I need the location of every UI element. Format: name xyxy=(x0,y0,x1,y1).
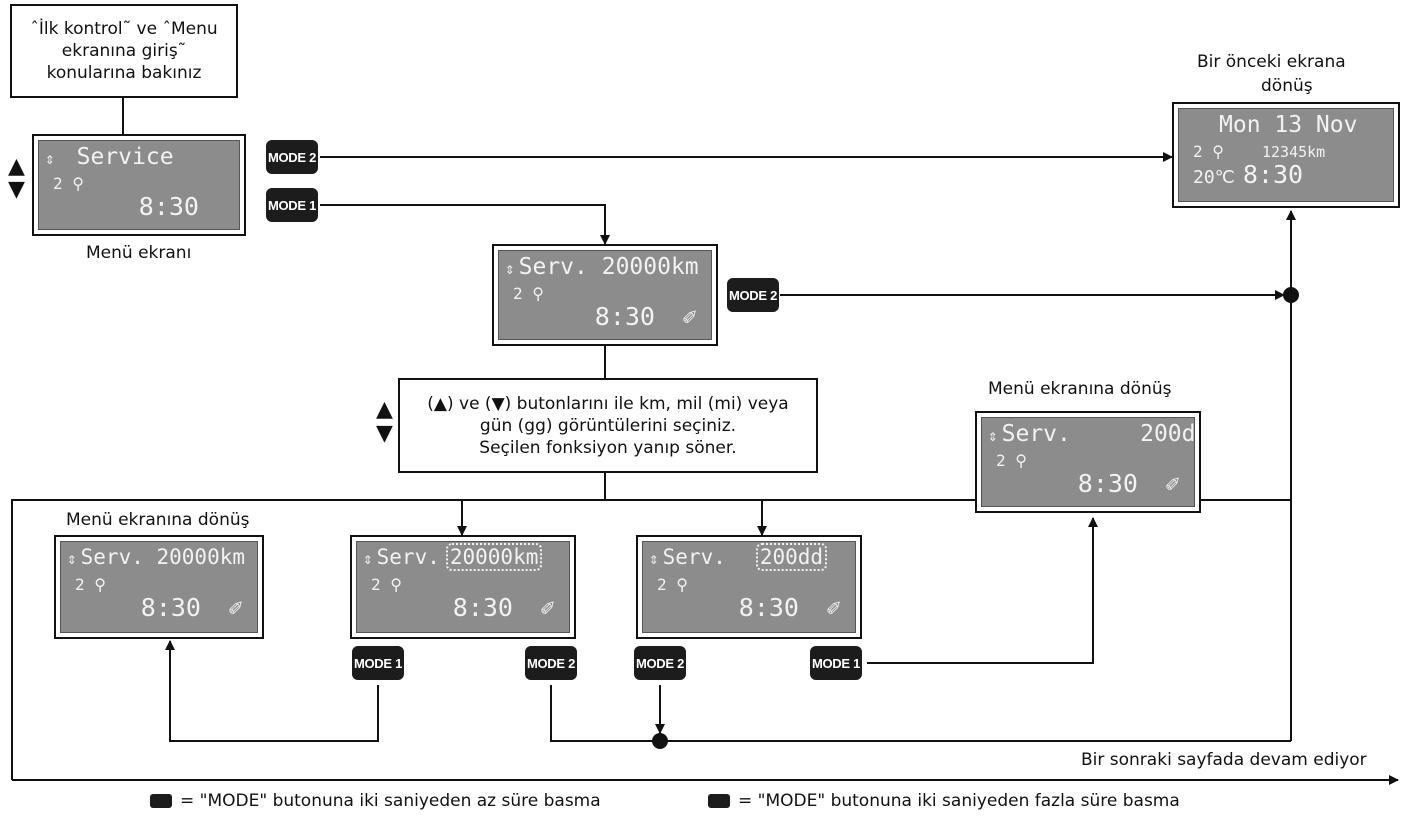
lcd-time: 8:30 xyxy=(140,593,201,622)
mode1-badge: MODE 1 xyxy=(810,646,862,680)
selection-note-line: gün (gg) görüntülerini seçiniz. xyxy=(479,415,737,436)
mode2-badge: MODE 2 xyxy=(634,646,686,680)
wrench-icon: ✐ xyxy=(228,594,243,622)
intro-note-line: konularına bakınız xyxy=(46,63,202,83)
lcd-title: Serv. 200dd xyxy=(1001,421,1195,447)
lcd-screen: ⇕Serv. 20000km 2 ⚲ 8:30 ✐ xyxy=(498,250,712,340)
lcd-screen: ⇕Serv. 200dd 2 ⚲ 8:30 ✐ xyxy=(981,417,1195,507)
wrench-icon: ✐ xyxy=(826,594,841,622)
down-arrow-icon: ▼ xyxy=(8,177,25,202)
lcd-date: Mon 13 Nov xyxy=(1219,112,1358,138)
lcd-time: 8:30 xyxy=(1077,469,1138,498)
lcd-screen: ⇕ Service 2 ⚲ 8:30 xyxy=(38,140,240,230)
updown-icon: ⇕ xyxy=(988,426,998,445)
mode2-badge: MODE 2 xyxy=(525,646,577,680)
junction-dot-top xyxy=(1283,287,1299,303)
junction-dot-bottom xyxy=(652,733,668,749)
lcd-status: 2 ⚲ xyxy=(513,284,544,303)
lcd-status: 2 ⚲ xyxy=(371,575,402,594)
mode1-badge: MODE 1 xyxy=(352,646,404,680)
menu-screen-caption: Menü ekranı xyxy=(86,243,192,263)
legend-mode1: = "MODE" butonuna iki saniyeden az süre … xyxy=(150,791,601,811)
service-dd-display: ⇕Serv. 200dd 2 ⚲ 8:30 ✐ xyxy=(975,411,1201,513)
prev-screen-caption-2: dönüş xyxy=(1261,76,1313,96)
service-dd-select-display: ⇕Serv. 200dd 2 ⚲ 8:30 ✐ xyxy=(636,535,862,639)
selection-note: (▲) ve (▼) butonlarını ile km, mil (mi) … xyxy=(398,378,818,473)
lcd-status: 2 ⚲ xyxy=(75,575,106,594)
lcd-title: Serv. 20000km xyxy=(80,545,246,569)
mode2-badge: MODE 2 xyxy=(266,140,318,174)
wrench-icon: ✐ xyxy=(1165,470,1180,498)
wrench-icon: ✐ xyxy=(682,303,697,331)
lcd-screen: Mon 13 Nov 2 ⚲ 12345km 20℃ 8:30 xyxy=(1178,108,1394,202)
selection-note-line: (▲) ve (▼) butonlarını ile km, mil (mi) … xyxy=(427,393,789,414)
lcd-time: 8:30 xyxy=(738,593,799,622)
lcd-status: 2 ⚲ xyxy=(657,575,688,594)
wrench-icon: ✐ xyxy=(540,594,555,622)
mode1-mini-icon xyxy=(150,794,172,808)
return-menu-caption: Menü ekranına dönüş xyxy=(988,379,1172,399)
service-km-select-display: ⇕Serv.20000km 2 ⚲ 8:30 ✐ xyxy=(350,535,576,639)
menu-display: ⇕ Service 2 ⚲ 8:30 xyxy=(32,134,246,236)
legend-mode2-text: = "MODE" butonuna iki saniyeden fazla sü… xyxy=(738,791,1180,811)
legend-mode2: = "MODE" butonuna iki saniyeden fazla sü… xyxy=(708,791,1180,811)
lcd-screen: ⇕Serv.20000km 2 ⚲ 8:30 ✐ xyxy=(356,541,570,633)
lcd-status: 2 ⚲ xyxy=(996,451,1027,470)
lcd-label: Serv. xyxy=(662,545,726,569)
lcd-temperature: 20℃ xyxy=(1193,167,1235,188)
updown-icon: ⇕ xyxy=(505,259,515,278)
lcd-time: 8:30 xyxy=(594,302,655,331)
prev-display: Mon 13 Nov 2 ⚲ 12345km 20℃ 8:30 xyxy=(1172,102,1400,208)
updown-icon: ⇕ xyxy=(67,549,77,568)
lcd-time: 8:30 xyxy=(138,192,199,221)
intro-note-line: ˆİlk kontrol˜ ve ˆMenu xyxy=(30,19,218,39)
mode1-badge: MODE 1 xyxy=(266,188,318,222)
lcd-title: Service xyxy=(76,144,174,170)
lcd-odometer: 12345km xyxy=(1261,143,1326,161)
lcd-status: 2 ⚲ xyxy=(1193,142,1224,161)
lcd-status: 2 ⚲ xyxy=(53,174,84,193)
lcd-label: Serv. xyxy=(376,545,440,569)
mode2-badge: MODE 2 xyxy=(727,278,779,312)
lcd-time: 8:30 xyxy=(1242,160,1304,189)
intro-note-line: ekranına giriş˜ xyxy=(61,41,187,61)
updown-icon: ⇕ xyxy=(649,549,659,568)
prev-screen-caption-1: Bir önceki ekrana xyxy=(1197,52,1346,72)
intro-note: ˆİlk kontrol˜ ve ˆMenu ekranına giriş˜ k… xyxy=(10,4,238,98)
service-km-display-left: ⇕Serv. 20000km 2 ⚲ 8:30 ✐ xyxy=(54,535,264,639)
down-arrow-icon: ▼ xyxy=(376,421,393,446)
continue-caption: Bir sonraki sayfada devam ediyor xyxy=(1081,750,1367,770)
selection-note-line: Seçilen fonksiyon yanıp söner. xyxy=(479,437,737,458)
mode2-mini-icon xyxy=(708,794,730,808)
up-arrow-icon: ▲ xyxy=(8,154,25,179)
return-menu-caption: Menü ekranına dönüş xyxy=(66,510,250,530)
lcd-screen: ⇕Serv. 200dd 2 ⚲ 8:30 ✐ xyxy=(642,541,856,633)
lcd-time: 8:30 xyxy=(452,593,513,622)
up-arrow-icon: ▲ xyxy=(376,397,393,422)
selected-value: 200dd xyxy=(755,543,828,571)
lcd-screen: ⇕Serv. 20000km 2 ⚲ 8:30 ✐ xyxy=(60,541,258,633)
service-km-display: ⇕Serv. 20000km 2 ⚲ 8:30 ✐ xyxy=(492,244,718,346)
updown-icon: ⇕ xyxy=(45,149,55,168)
selected-value: 20000km xyxy=(445,543,543,571)
legend-mode1-text: = "MODE" butonuna iki saniyeden az süre … xyxy=(180,791,601,811)
lcd-title: Serv. 20000km xyxy=(518,254,699,280)
updown-icon: ⇕ xyxy=(363,549,373,568)
